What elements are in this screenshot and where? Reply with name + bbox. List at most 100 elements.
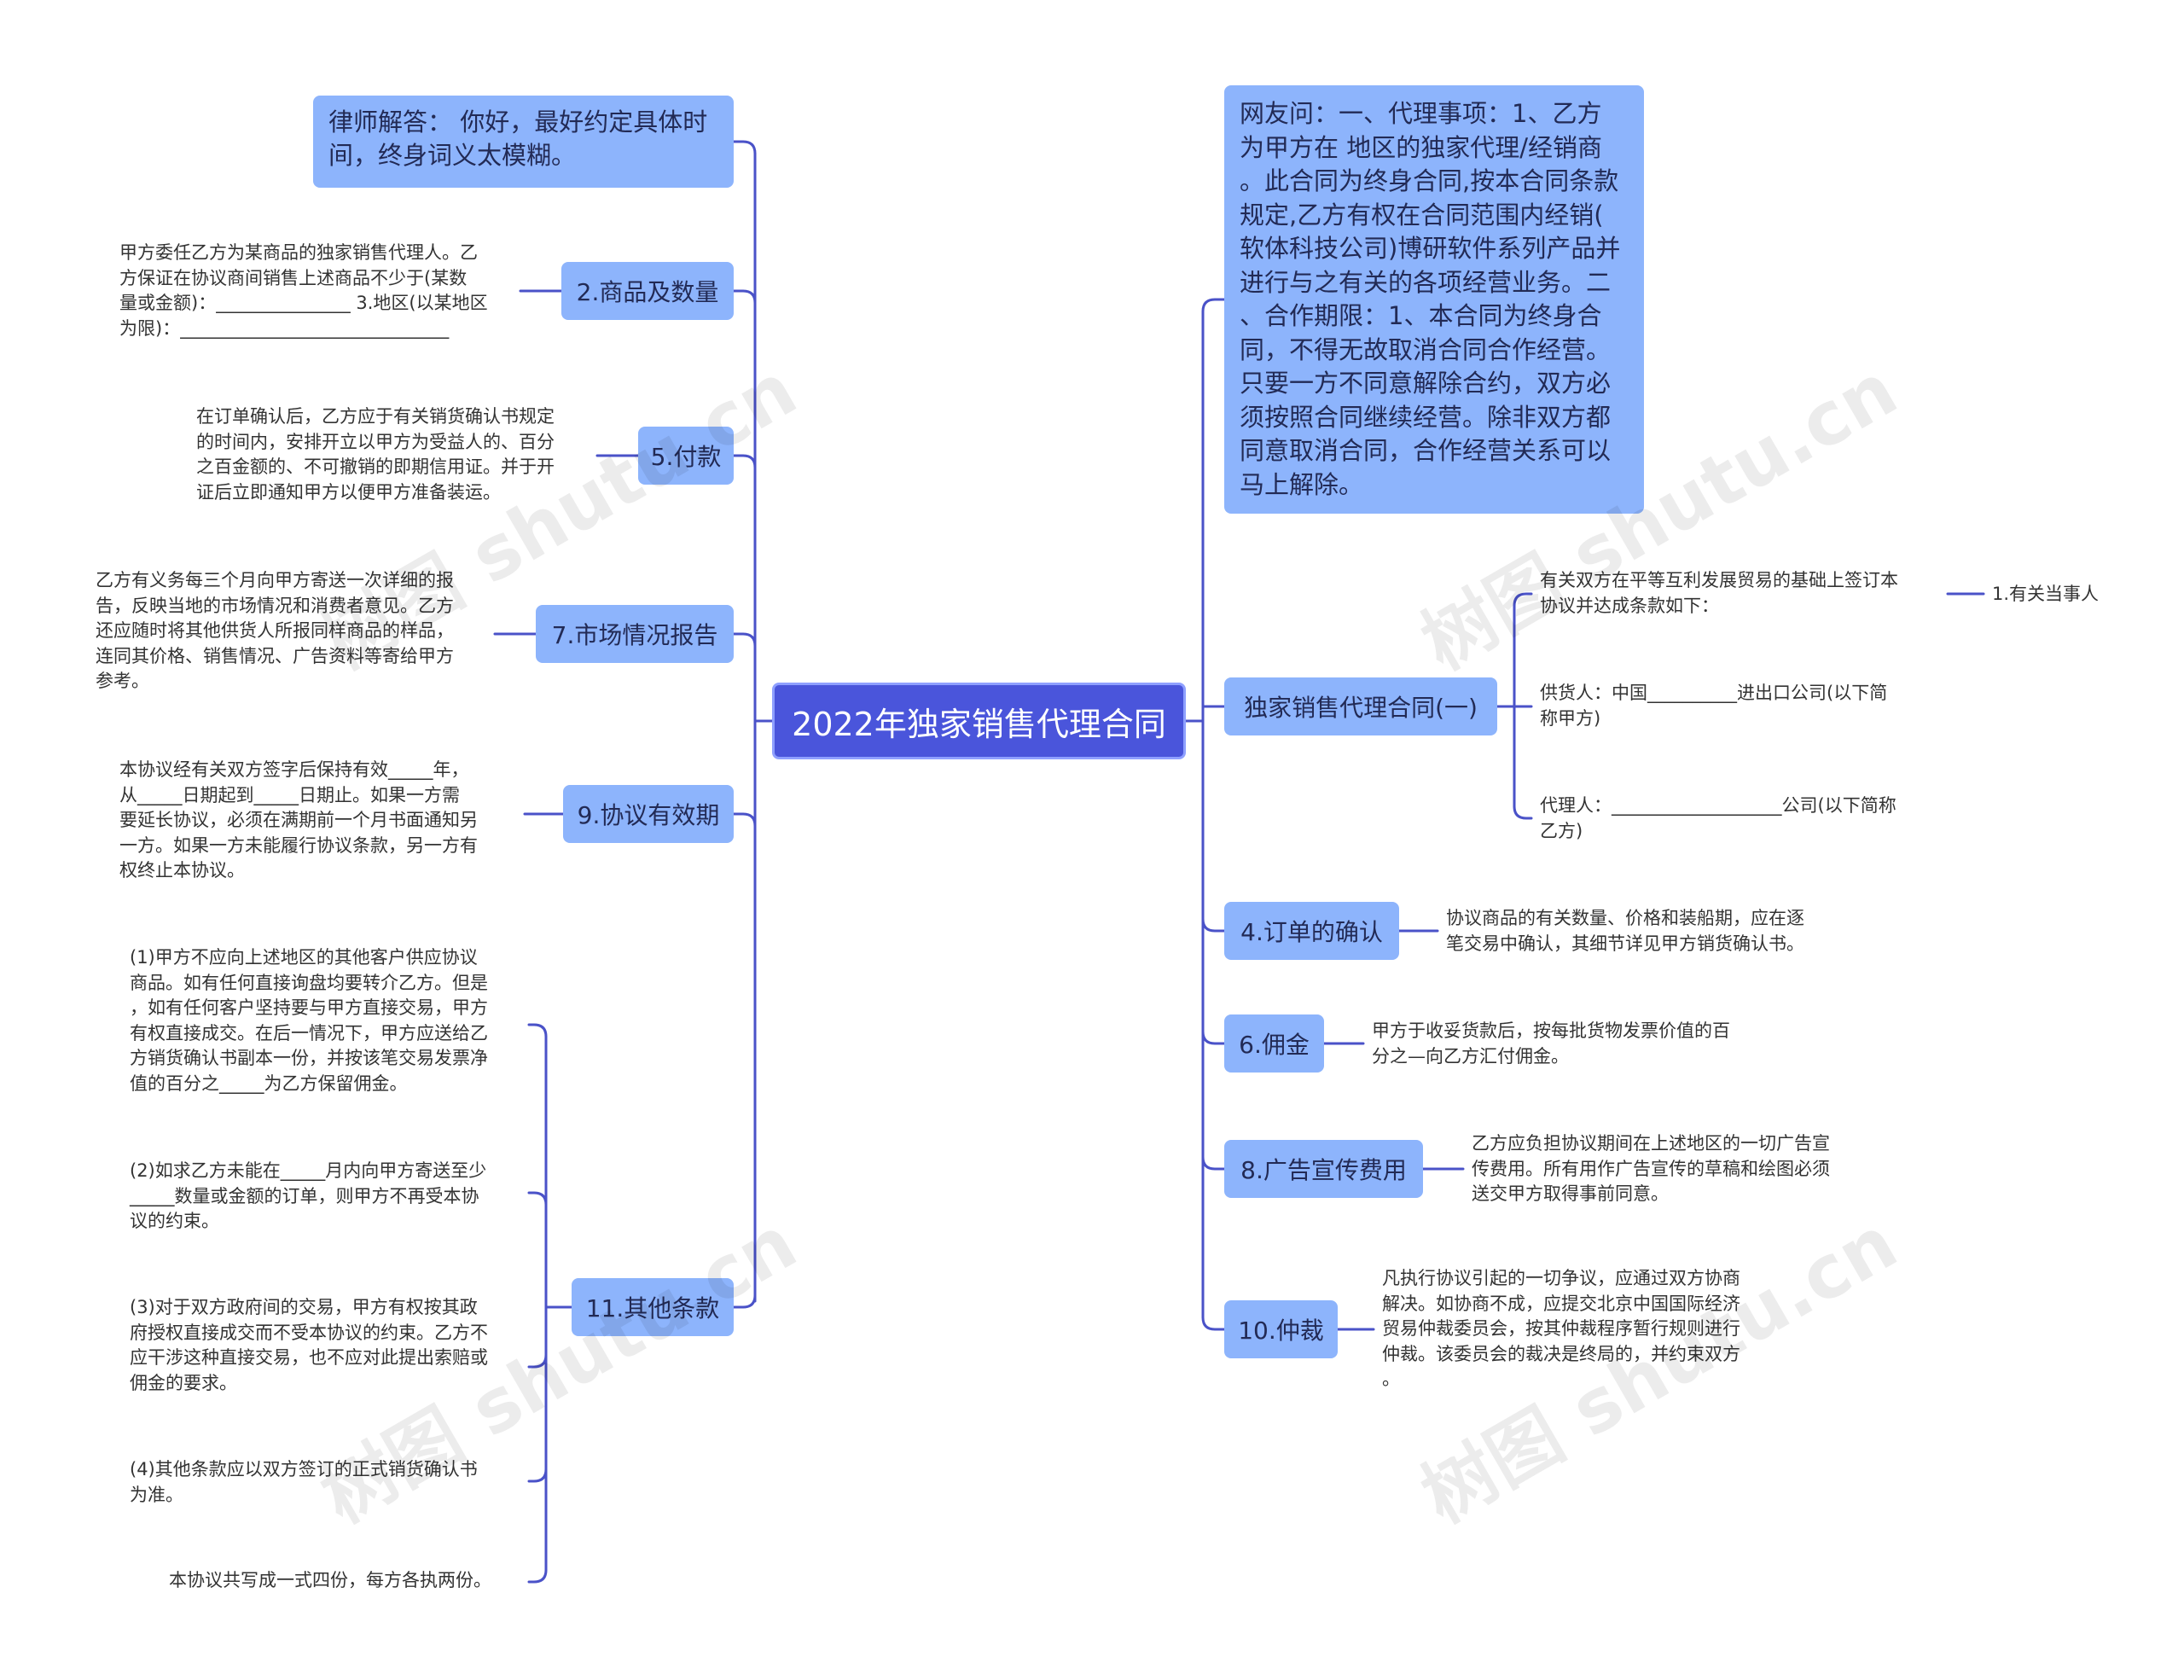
leaf-other-terms-5: 本协议共写成一式四份，每方各执两份。 <box>169 1568 491 1594</box>
text-line: 本协议经有关双方签字后保持有效_____年， <box>119 759 469 780</box>
leaf-parties: 1.有关当事人 <box>1992 582 2099 607</box>
text-line: 贸易仲裁委员会，按其仲裁程序暂行规则进行 <box>1382 1318 1740 1339</box>
branch-order-confirm[interactable]: 4.订单的确认 <box>1224 902 1399 960</box>
text-line: 的时间内，安排开立以甲方为受益人的、百分 <box>196 431 555 452</box>
text-line: 为限)：______________________________ <box>119 317 450 339</box>
branch-validity[interactable]: 9.协议有效期 <box>563 785 734 843</box>
text-line: 代理人：___________________公司(以下简称 <box>1540 795 1896 816</box>
branch-label: 6.佣金 <box>1239 1031 1310 1059</box>
leaf-arbitration: 凡执行协议引起的一切争议，应通过双方协商 解决。如协商不成，应提交北京中国国际经… <box>1382 1266 1740 1392</box>
b11-edge-5 <box>527 1568 548 1584</box>
branch-label: 10.仲裁 <box>1238 1317 1324 1345</box>
branch-market-report[interactable]: 7.市场情况报告 <box>536 605 734 663</box>
text-line: 。 <box>1382 1369 1400 1389</box>
leaf-validity: 本协议经有关双方签字后保持有效_____年， 从_____日期起到_____日期… <box>119 758 478 884</box>
branch-label: 7.市场情况报告 <box>551 621 718 649</box>
b11-edge-4 <box>527 1468 548 1483</box>
text-line: 。此合同为终身合同,按本合同条款 <box>1240 166 1619 195</box>
leaf-goods-quantity: 甲方委任乙方为某商品的独家销售代理人。乙 方保证在协议商间销售上述商品不少于(某… <box>119 241 488 341</box>
text-line: 量或金额)：_______________ 3.地区(以某地区 <box>119 293 488 313</box>
text-line: (4)其他条款应以双方签订的正式销货确认书 <box>130 1459 478 1479</box>
text-line: 参考。 <box>96 671 149 691</box>
text-line: 供货人：中国__________进出口公司(以下简 <box>1540 683 1888 703</box>
branch-arbitration[interactable]: 10.仲裁 <box>1224 1300 1338 1358</box>
text-line: 同意取消合同，合作经营关系可以 <box>1240 436 1612 465</box>
text-line: 凡执行协议引起的一切争议，应通过双方协商 <box>1382 1268 1740 1288</box>
text-line: 、合作期限：1、本合同为终身合 <box>1240 301 1602 330</box>
text-line: 本协议共写成一式四份，每方各执两份。 <box>169 1570 491 1590</box>
text-line: 为准。 <box>130 1484 183 1505</box>
branch-label: 2.商品及数量 <box>576 278 719 306</box>
text-line: 规定,乙方有权在合同范围内经销( <box>1240 200 1604 230</box>
branch-other-terms[interactable]: 11.其他条款 <box>572 1278 734 1336</box>
text-line: (1)甲方不应向上述地区的其他客户供应协议 <box>130 947 478 968</box>
edge-b7 <box>732 632 757 648</box>
text-line: 证后立即通知甲方以便甲方准备装运。 <box>196 481 501 503</box>
leaf-other-terms-1: (1)甲方不应向上述地区的其他客户供应协议 商品。如有任何直接询盘均要转介乙方。… <box>130 945 488 1096</box>
text-line: 网友问：一、代理事项：1、乙方 <box>1240 99 1602 128</box>
branch-commission[interactable]: 6.佣金 <box>1224 1014 1324 1073</box>
netizen-question-node[interactable]: 网友问：一、代理事项：1、乙方 为甲方在 地区的独家代理/经销商 。此合同为终身… <box>1224 85 1644 514</box>
leaf-other-terms-3: (3)对于双方政府间的交易，甲方有权按其政 府授权直接成交而不受本协议的约束。乙… <box>130 1295 488 1396</box>
text-line: 有权直接成交。在后一情况下，甲方应送给乙 <box>130 1022 488 1043</box>
text-line: 同，不得无故取消合同合作经营。 <box>1240 334 1612 364</box>
text-line: (2)如求乙方未能在_____月内向甲方寄送至少 <box>130 1160 487 1181</box>
text-line: 之百金额的、不可撤销的即期信用证。并于开 <box>196 456 555 477</box>
text-line: 在订单确认后，乙方应于有关销货确认书规定 <box>196 406 555 427</box>
text-line: 乙方) <box>1540 820 1583 841</box>
branch-payment[interactable]: 5.付款 <box>638 427 734 485</box>
text-line: _____数量或金额的订单，则甲方不再受本协 <box>130 1185 479 1206</box>
edge-b11 <box>732 1293 757 1309</box>
root-label: 2022年独家销售代理合同 <box>792 705 1166 743</box>
text-line: 一方。如果一方未能履行协议条款，另一方有 <box>119 834 478 856</box>
text-line: 须按照合同继续经营。除非双方都 <box>1240 402 1612 432</box>
text-line: 为甲方在 地区的独家代理/经销商 <box>1240 132 1602 162</box>
text-line: 律师解答： 你好，最好约定具体时 <box>328 108 708 137</box>
leaf-contract-1: 有关双方在平等互利发展贸易的基础上签订本 协议并达成条款如下： <box>1540 568 1898 619</box>
text-line: 有关双方在平等互利发展贸易的基础上签订本 <box>1540 570 1898 590</box>
branch-goods-quantity[interactable]: 2.商品及数量 <box>561 262 734 320</box>
text-line: 值的百分之_____为乙方保留佣金。 <box>130 1073 408 1094</box>
b11-edge-1 <box>527 1023 548 1038</box>
leaf-commission: 甲方于收妥货款后，按每批货物发票价值的百 分之—向乙方汇付佣金。 <box>1372 1019 1730 1069</box>
text-line: 协议并达成条款如下： <box>1540 595 1719 616</box>
text-line: 还应随时将其他供货人所报同样商品的样品， <box>96 620 454 641</box>
leaf-order-confirm: 协议商品的有关数量、价格和装船期，应在逐 笔交易中确认，其细节详见甲方销货确认书… <box>1446 906 1804 956</box>
text-line: 解决。如协商不成，应提交北京中国国际经济 <box>1382 1293 1740 1314</box>
branch-exclusive-contract[interactable]: 独家销售代理合同(一) <box>1224 677 1497 735</box>
text-line: 软体科技公司)博研软件系列产品并 <box>1240 234 1621 263</box>
leaf-contract-2: 供货人：中国__________进出口公司(以下简 称甲方) <box>1540 681 1887 731</box>
text-line: 传费用。所有用作广告宣传的草稿和绘图必须 <box>1472 1158 1830 1179</box>
edge-netizen <box>1201 298 1226 313</box>
branch-label: 8.广告宣传费用 <box>1240 1156 1407 1184</box>
text-line: 商品。如有任何直接询盘均要转介乙方。但是 <box>130 972 488 993</box>
text-line: 方保证在协议商间销售上述商品不少于(某数 <box>119 267 468 288</box>
text-line: 权终止本协议。 <box>119 860 245 881</box>
text-line: 甲方于收妥货款后，按每批货物发票价值的百 <box>1372 1020 1730 1041</box>
leaf-contract-3: 代理人：___________________公司(以下简称 乙方) <box>1540 793 1896 844</box>
edge-b8 <box>1201 1155 1226 1171</box>
root-node[interactable]: 2022年独家销售代理合同 <box>772 683 1186 759</box>
text-line: 乙方应负担协议期间在上述地区的一切广告宣 <box>1472 1133 1830 1154</box>
branch-advertising[interactable]: 8.广告宣传费用 <box>1224 1140 1423 1198</box>
branch-label: 9.协议有效期 <box>577 801 720 829</box>
text-line: 连同其价格、销售情况、广告资料等寄给甲方 <box>96 645 454 666</box>
edge-lawyer <box>732 140 757 155</box>
text-line: 告，反映当地的市场情况和消费者意见。乙方 <box>96 595 454 616</box>
text-line: 要延长协议，必须在满期前一个月书面通知另 <box>119 810 478 830</box>
edge-b4 <box>1201 917 1226 933</box>
text-line: 从_____日期起到_____日期止。如果一方需 <box>119 784 460 805</box>
text-line: 马上解除。 <box>1240 469 1364 499</box>
branch-label: 5.付款 <box>650 443 722 471</box>
edge-b10 <box>1201 1316 1226 1331</box>
leaf-payment: 在订单确认后，乙方应于有关销货确认书规定 的时间内，安排开立以甲方为受益人的、百… <box>196 404 555 505</box>
b11-edge-3 <box>527 1353 548 1369</box>
leaf-other-terms-2: (2)如求乙方未能在_____月内向甲方寄送至少 _____数量或金额的订单，则… <box>130 1159 486 1235</box>
text-line: 送交甲方取得事前同意。 <box>1472 1183 1669 1204</box>
edge-b5 <box>732 454 757 469</box>
text-line: 只要一方不同意解除合约，双方必 <box>1240 369 1612 398</box>
text-line: 间，终身词义太模糊。 <box>328 141 577 170</box>
lawyer-answer-node[interactable]: 律师解答： 你好，最好约定具体时 间，终身词义太模糊。 <box>313 96 734 188</box>
edge-b6 <box>1201 1030 1226 1045</box>
